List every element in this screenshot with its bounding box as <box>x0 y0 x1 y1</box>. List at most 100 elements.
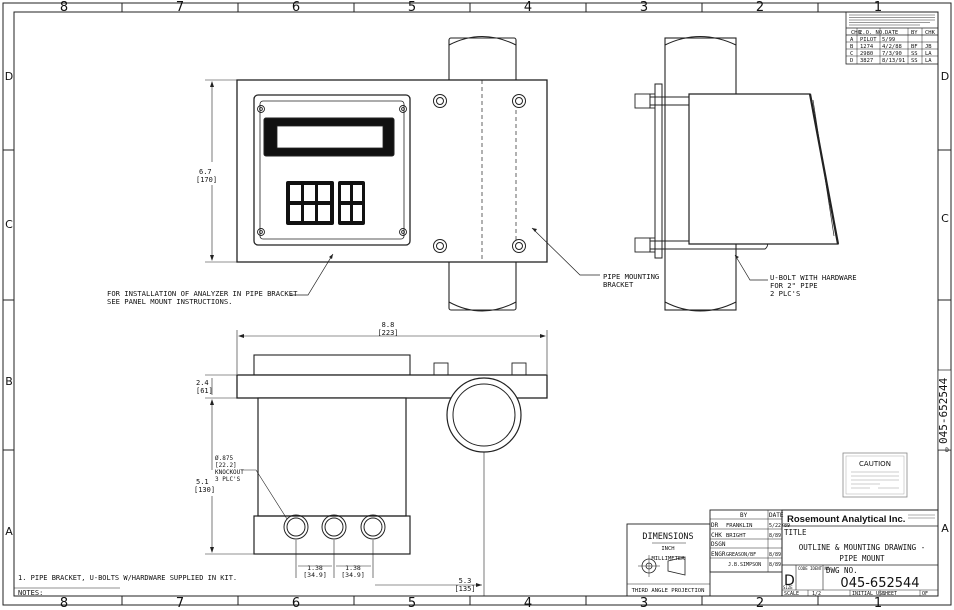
sig-role: CHK <box>711 532 722 539</box>
rev-cell: JB <box>925 44 932 50</box>
u-bolt-nut-top <box>634 93 651 109</box>
inner-border <box>13 11 939 597</box>
rev-cell: 8/13/91 <box>882 58 905 64</box>
body-height-dim: 5.1 <box>196 478 209 486</box>
bracket-bolts <box>433 94 526 253</box>
zone-top-7: 1 <box>874 0 882 15</box>
zone-top-3: 5 <box>408 0 416 15</box>
rev-cell: 3827 <box>860 58 873 64</box>
spacing-2: 1.38 <box>345 564 361 572</box>
zone-labels-top: 8 7 6 5 4 3 2 1 <box>60 0 882 15</box>
install-note-line1: FOR INSTALLATION OF ANALYZER IN PIPE BRA… <box>107 289 298 298</box>
zone-top-0: 8 <box>60 0 68 15</box>
title-block <box>781 509 939 597</box>
front-view <box>205 36 600 312</box>
spacing-1-mm: [34.9] <box>303 571 326 579</box>
offset-dim: 5.3 <box>459 577 472 585</box>
nut-left <box>433 362 449 376</box>
sig-date: 8/89 <box>769 552 781 558</box>
front-height-dim: 6.7 <box>199 168 212 176</box>
sig-role: ENGR <box>711 551 726 558</box>
side-rev: D <box>945 447 949 454</box>
dimensions-box <box>626 523 711 597</box>
rev-header-4: CHK <box>925 30 936 36</box>
initial-use-label: INITIAL USE <box>852 591 885 597</box>
title-line1: OUTLINE & MOUNTING DRAWING - <box>799 543 925 552</box>
spacing-1: 1.38 <box>307 564 323 572</box>
rev-cell: LA <box>925 51 932 57</box>
sig-role: DR <box>711 522 719 529</box>
rev-cell: 1274 <box>860 44 874 50</box>
caution-stamp: CAUTION <box>842 452 908 498</box>
sig-name: BRIGHT <box>726 533 747 539</box>
rev-header-3: BY <box>911 30 918 36</box>
revision-block: CHG E.O. NO. DATE BY CHK A PILOT 5/99 B … <box>845 11 939 65</box>
side-drawing-number: 045-652544 D <box>937 369 952 454</box>
nut-right <box>511 362 527 376</box>
ubolt-label-1: U-BOLT WITH HARDWARE <box>770 273 857 282</box>
rev-cell: SS <box>911 58 918 64</box>
zone-bottom-0: 8 <box>60 596 68 610</box>
sig-name: GREASON/BF <box>726 552 756 558</box>
rev-cell: 7/3/90 <box>882 51 902 57</box>
notes: 1. PIPE BRACKET, U-BOLTS W/HARDWARE SUPP… <box>18 574 237 597</box>
size-label: SIZE <box>783 585 793 590</box>
caution-title: CAUTION <box>859 460 891 468</box>
rev-cell: B <box>850 44 854 50</box>
spacing-2-mm: [34.9] <box>341 571 364 579</box>
side-dwg-no: 045-652544 <box>937 377 950 444</box>
bracket-label-1: PIPE MOUNTING <box>603 272 659 281</box>
knockouts <box>283 514 386 540</box>
rev-cell: 5/99 <box>882 37 895 43</box>
width-dim-mm: [223] <box>377 329 398 337</box>
dim-unit1: INCH <box>661 546 674 552</box>
zone-right-0: D <box>941 70 949 83</box>
note-item-1: 1. PIPE BRACKET, U-BOLTS W/HARDWARE SUPP… <box>18 574 237 582</box>
ubolt-label-2: FOR 2" PIPE <box>770 281 818 290</box>
scale-value: 1/2 <box>812 591 821 597</box>
sig-header-date: DATE <box>769 512 784 519</box>
bottom-view <box>205 330 548 596</box>
rev-cell: BF <box>911 44 918 50</box>
dim-projection: THIRD ANGLE PROJECTION <box>632 588 705 594</box>
zone-left-2: B <box>5 375 13 388</box>
rev-cell: 2980 <box>860 51 873 57</box>
title-line2: PIPE MOUNT <box>839 554 885 563</box>
rev-cell: SS <box>911 51 918 57</box>
ubolt-label-3: 2 PLC'S <box>770 289 800 298</box>
sig-name: FRANKLIN <box>726 523 753 529</box>
pipe-mounting-bracket <box>236 79 548 263</box>
knockout-4: 3 PLC'S <box>215 476 241 483</box>
rev-header-1: E.O. NO. <box>859 30 886 36</box>
rev-cell: 4/2/88 <box>882 44 902 50</box>
pipe-clamp-inner <box>452 383 516 447</box>
body-height-dim-mm: [130] <box>194 486 215 494</box>
title-label: TITLE <box>784 528 807 537</box>
zone-labels-bottom: 8 7 6 5 4 3 2 1 <box>60 596 882 610</box>
company-name: Rosemount Analytical Inc. <box>787 514 905 525</box>
flange-dim: 2.4 <box>196 379 209 387</box>
flange-dim-mm: [61] <box>196 387 213 395</box>
width-dim: 8.8 <box>382 321 395 329</box>
zone-top-2: 6 <box>292 0 300 15</box>
side-view <box>634 36 840 312</box>
install-note-line2: SEE PANEL MOUNT INSTRUCTIONS. <box>107 297 233 306</box>
zone-left-3: A <box>5 525 13 538</box>
zone-left-1: C <box>5 218 13 231</box>
notes-label: NOTES: <box>18 589 43 597</box>
side-view-text: U-BOLT WITH HARDWARE FOR 2" PIPE 2 PLC'S <box>770 273 857 298</box>
enclosure-base <box>253 515 411 555</box>
zone-bottom-6: 2 <box>756 596 764 610</box>
bracket-label-2: BRACKET <box>603 280 634 289</box>
sig-name: J.B.SIMPSON <box>728 562 761 568</box>
u-bolt-nut-bottom <box>634 237 651 253</box>
sig-date: 8/89 <box>769 562 781 568</box>
zone-top-6: 2 <box>756 0 764 15</box>
analyzer-enclosure <box>253 94 411 246</box>
zone-bottom-2: 6 <box>292 596 300 610</box>
zone-right-1: C <box>941 212 949 225</box>
rev-cell: D <box>850 58 853 64</box>
pipe-bottom-curve <box>448 301 517 312</box>
rev-cell: A <box>850 37 854 43</box>
